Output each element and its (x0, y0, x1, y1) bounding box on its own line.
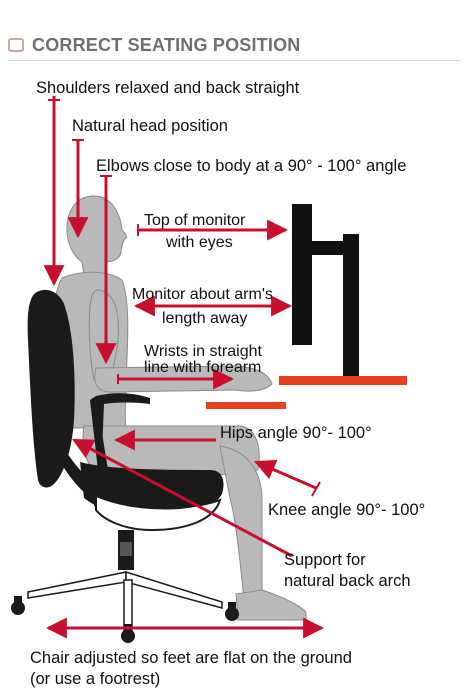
annotation-arrows (43, 96, 325, 639)
label-monitor-dist-2: length away (162, 310, 248, 327)
label-monitor-dist-1: Monitor about arm's (132, 286, 273, 303)
page-title: CORRECT SEATING POSITION (32, 34, 301, 55)
label-wrists-2: line with forearm (144, 359, 262, 376)
monitor-illustration (292, 204, 359, 380)
support-arrow (72, 438, 293, 558)
title-divider (8, 60, 460, 61)
title-checkbox-icon (8, 38, 24, 52)
label-support-2: natural back arch (284, 572, 411, 590)
keyboard-tray (206, 402, 286, 409)
knee-arrow (254, 459, 317, 490)
label-elbows: Elbows close to body at a 90° - 100° ang… (96, 157, 407, 175)
label-feet-2: (or use a footrest) (30, 670, 161, 688)
desk-surface (279, 376, 407, 385)
label-hips: Hips angle 90°- 100° (220, 424, 372, 442)
label-wrists-1: Wrists in straight (144, 343, 262, 360)
label-monitor-top-2: with eyes (166, 234, 233, 251)
title-bar: CORRECT SEATING POSITION (8, 32, 300, 58)
label-head: Natural head position (72, 117, 228, 135)
label-support-1: Support for (284, 551, 366, 569)
label-monitor-top-1: Top of monitor (144, 212, 246, 229)
label-feet-1: Chair adjusted so feet are flat on the g… (30, 649, 352, 667)
label-knee: Knee angle 90°- 100° (268, 501, 426, 519)
label-shoulders: Shoulders relaxed and back straight (36, 79, 300, 97)
